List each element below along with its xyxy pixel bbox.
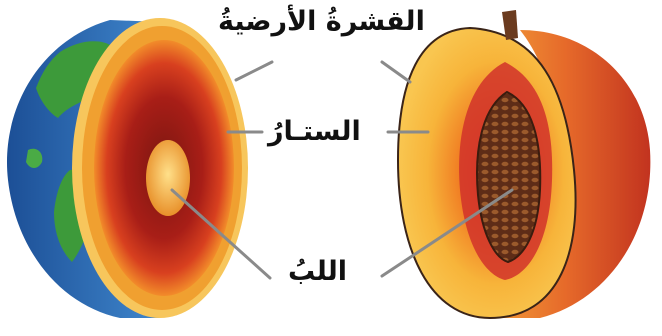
earth-core [146,140,190,216]
peach-cutaway-icon [398,10,650,318]
label-mantle: الستـارُ [268,118,361,145]
earth-cutaway-icon [7,18,248,318]
label-crust: القشرةُ الأرضيةُ [218,8,425,35]
leader-crust-right [382,62,410,82]
label-core: اللبُ [288,258,347,285]
peach-pit [477,92,540,262]
leader-crust-left [236,62,272,80]
